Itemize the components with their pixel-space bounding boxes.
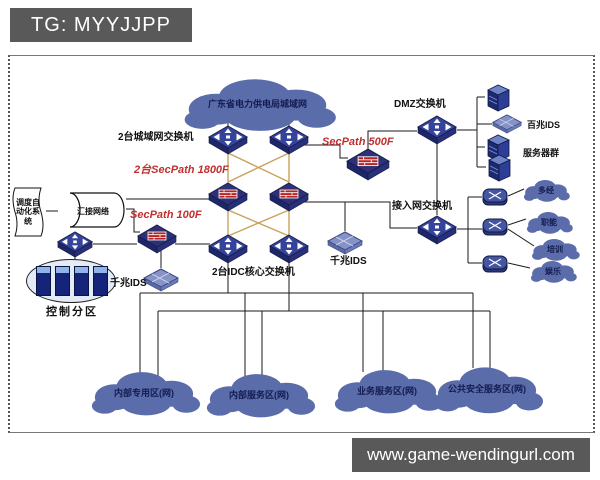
diagram-frame	[8, 55, 595, 433]
telegram-watermark: TG: MYYJJPP	[10, 8, 192, 42]
aggregation-cylinder: 汇接网络	[58, 190, 128, 232]
control-zone-switch-icon	[57, 231, 93, 263]
access-router-3-icon	[482, 255, 508, 278]
gigabit-ids-left-icon	[143, 268, 179, 297]
access-cloud-1: 多经	[521, 177, 571, 203]
access-cloud-3-label: 培训	[547, 244, 563, 254]
secpath-1800f-label: 2台SecPath 1800F	[134, 164, 229, 176]
secpath-100f-label: SecPath 100F	[130, 209, 202, 221]
server-cluster-label: 服务器群	[523, 148, 560, 158]
fast-ids-label: 百兆IDS	[527, 120, 561, 130]
dispatch-system-banner: 调度自动化系统	[8, 186, 48, 238]
access-router-2-icon	[482, 218, 508, 241]
secpath-500f-label: SecPath 500F	[322, 136, 394, 148]
control-zone-ellipse	[26, 259, 116, 303]
metro-network-cloud-label: 广东省电力供电局城域网	[207, 98, 307, 109]
access-cloud-2-label: 职能	[541, 217, 557, 227]
control-server-tower	[36, 266, 51, 296]
secpath-1800f-firewall-1-icon	[208, 182, 248, 217]
metro-switch-2-icon	[269, 125, 309, 160]
access-router-1-icon	[482, 188, 508, 211]
access-cloud-4: 娱乐	[528, 258, 578, 284]
business-service-zone-label: 业务服务区(网)	[357, 385, 417, 396]
control-server-tower	[74, 266, 89, 296]
website-watermark: www.game-wendingurl.com	[352, 438, 590, 472]
internal-service-zone-cloud: 内部服务区(网)	[200, 368, 318, 420]
server-cluster-icon-2	[486, 154, 512, 188]
gigabit-ids-left-label: 千兆IDS	[110, 278, 147, 289]
aggregation-cylinder-label: 汇接网络	[77, 206, 109, 216]
secpath-1800f-firewall-2-icon	[269, 182, 309, 217]
access-cloud-1-label: 多经	[538, 185, 554, 195]
access-switch-label: 接入网交换机	[392, 201, 452, 212]
control-server-tower	[93, 266, 108, 296]
metro-switch-1-icon	[208, 125, 248, 160]
internal-private-zone-label: 内部专用区(网)	[114, 387, 174, 398]
public-security-zone-cloud: 公共安全服务区(网)	[428, 361, 546, 416]
dmz-server-icon	[485, 84, 511, 118]
secpath-500f-firewall-icon	[346, 148, 390, 186]
internal-private-zone-cloud: 内部专用区(网)	[85, 366, 203, 418]
public-security-zone-label: 公共安全服务区(网)	[448, 384, 526, 394]
access-switch-icon	[417, 215, 457, 250]
business-service-zone-cloud: 业务服务区(网)	[328, 364, 446, 416]
control-zone-label: 控制分区	[46, 306, 98, 318]
idc-core-switches-label: 2台IDC核心交换机	[212, 267, 295, 278]
dmz-switch-icon	[417, 115, 457, 150]
metro-network-cloud: 广东省电力供电局城域网	[175, 72, 340, 134]
internal-service-zone-label: 内部服务区(网)	[229, 389, 289, 400]
access-cloud-3: 培训	[529, 236, 581, 262]
dispatch-system-label: 调度自动化系统	[16, 198, 40, 226]
dmz-switch-label: DMZ交换机	[394, 99, 446, 110]
secpath-100f-firewall-icon	[137, 224, 177, 259]
access-cloud-2: 职能	[524, 209, 574, 235]
metro-switches-label: 2台城域网交换机	[118, 132, 194, 143]
control-server-tower	[55, 266, 70, 296]
access-cloud-4-label: 娱乐	[545, 266, 561, 276]
gigabit-ids-center-label: 千兆IDS	[330, 256, 367, 267]
